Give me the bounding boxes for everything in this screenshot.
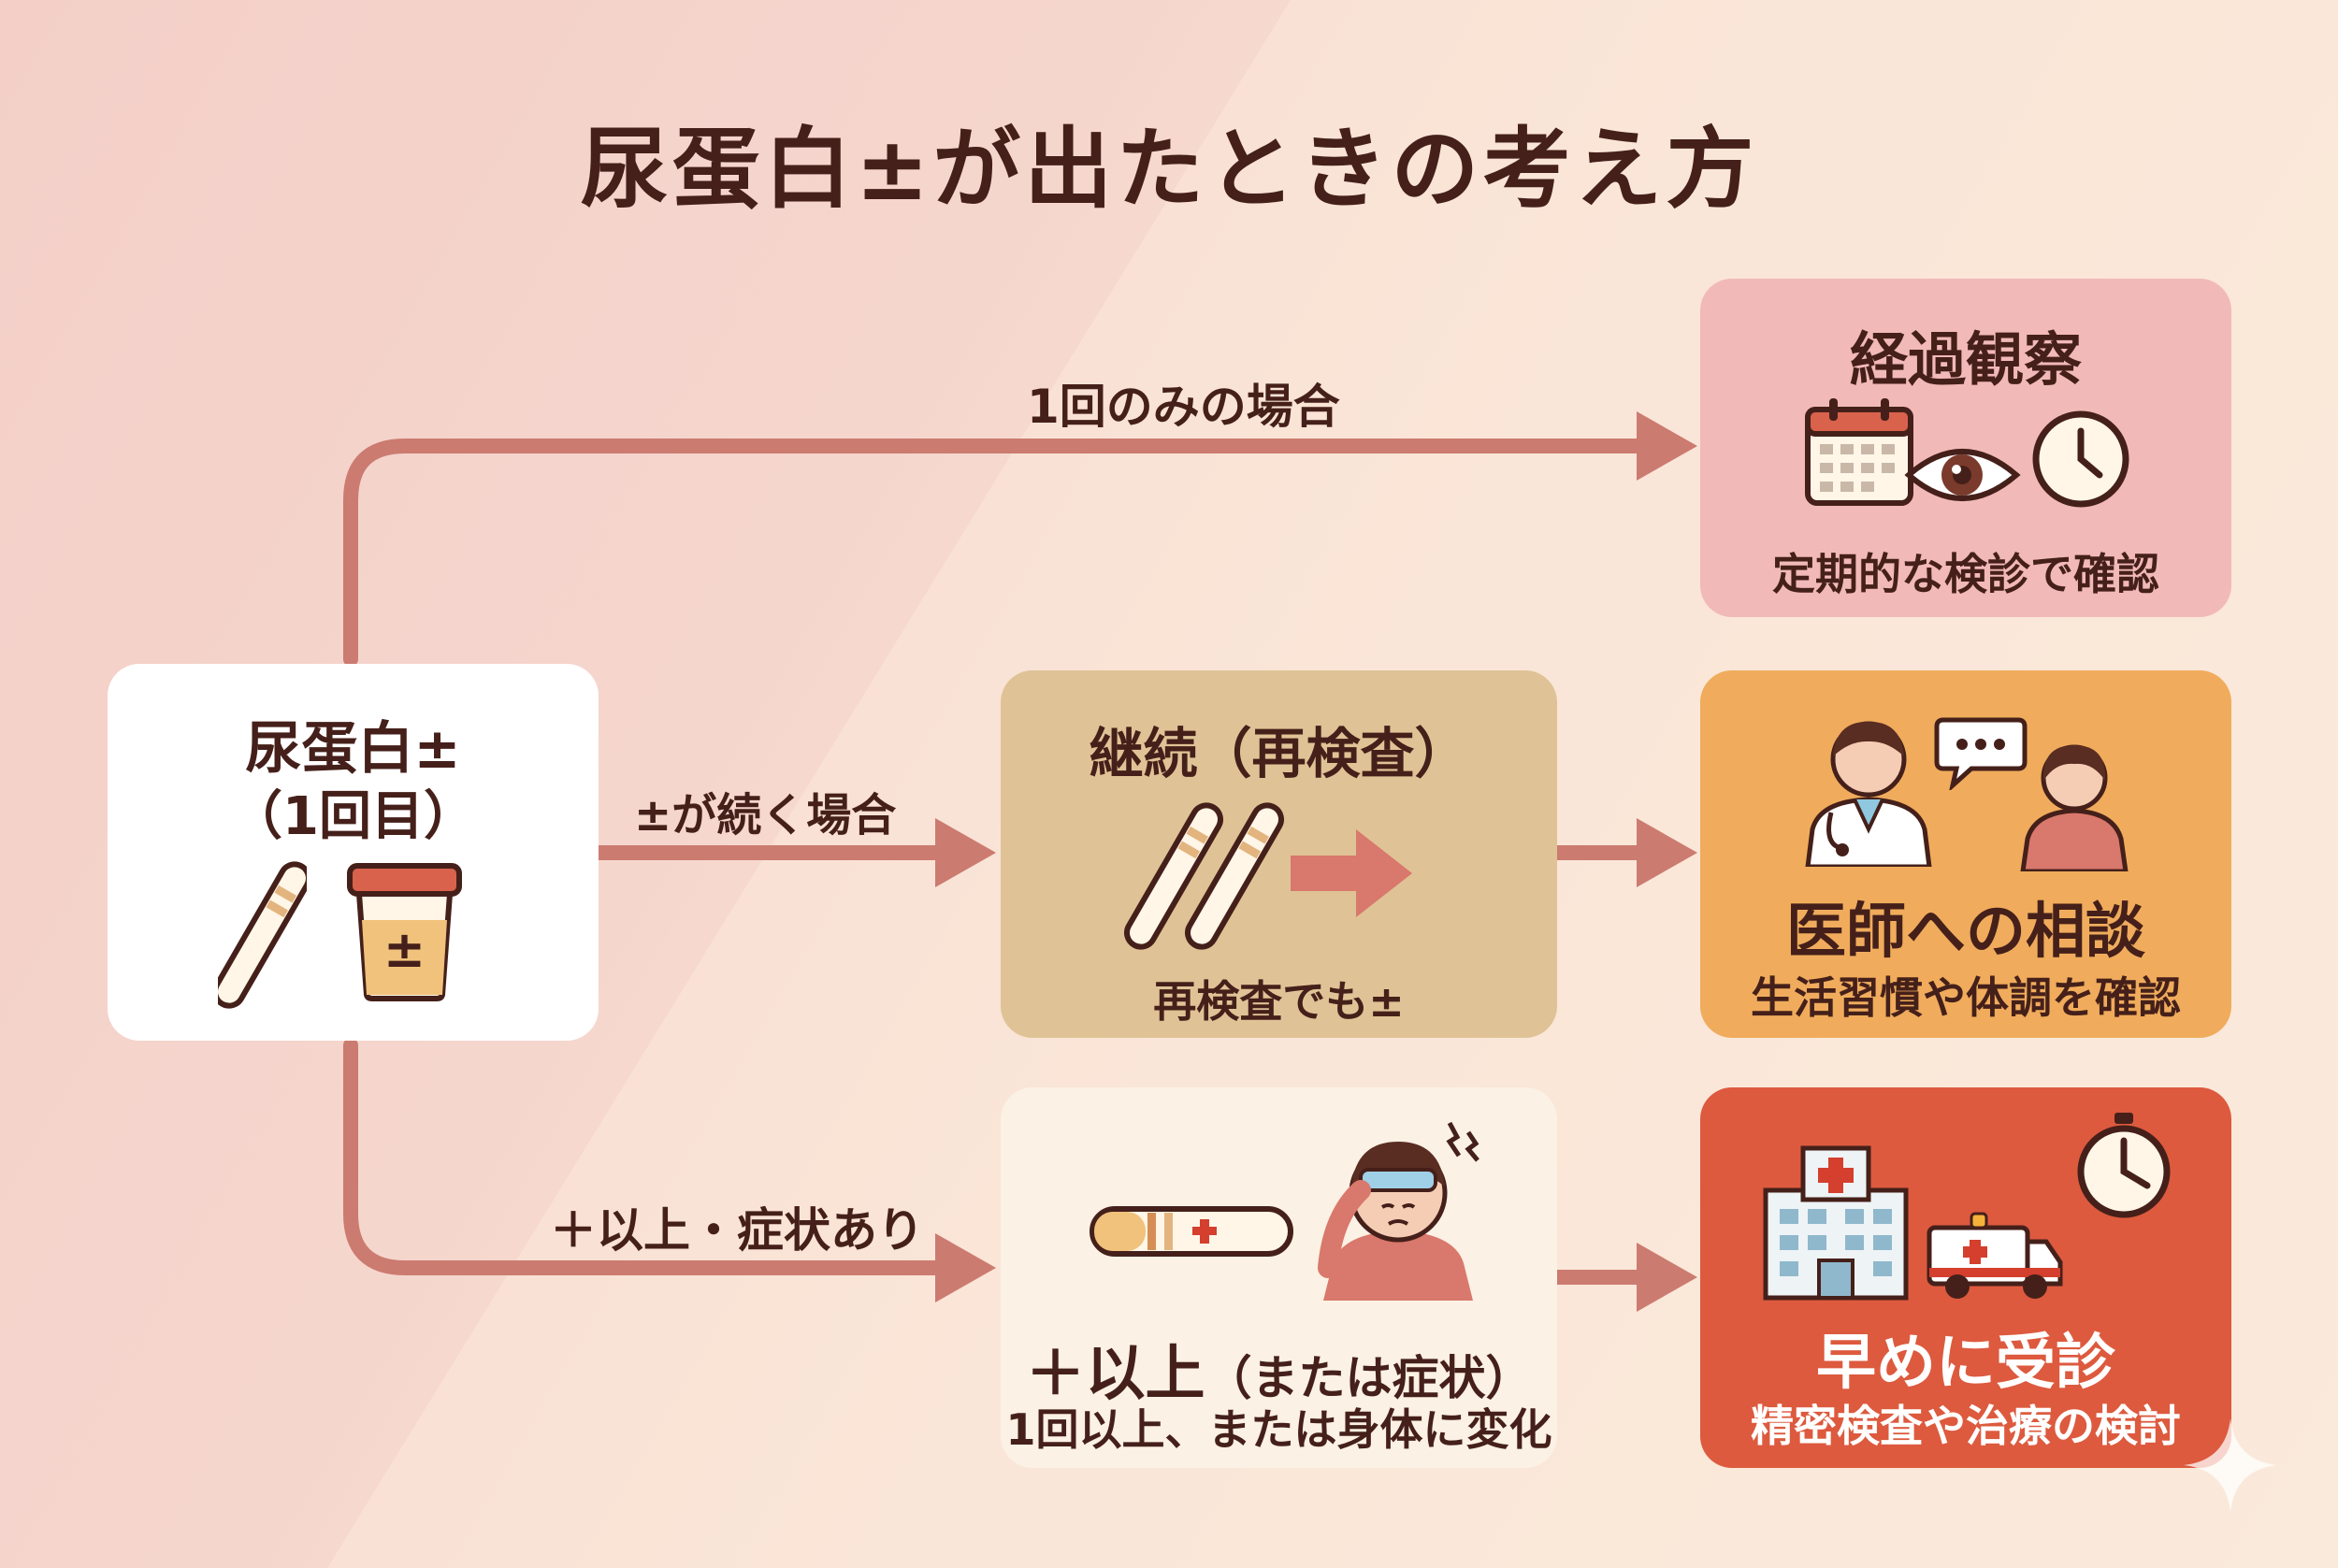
plus-box-title-row: ＋以上（または症状） [1001, 1326, 1557, 1412]
calendar-icon [1805, 398, 1913, 506]
result-visit-title: 早めに受診 [1816, 1329, 2115, 1398]
doctor-icon [1805, 721, 1932, 867]
result-observe-caption: 定期的な検診で確認 [1772, 549, 2159, 599]
positive-test-strip-icon [1090, 1206, 1293, 1257]
result-consult-box: 医師への相談 生活習慣や体調を確認 [1700, 670, 2231, 1038]
result-visit-caption: 精密検査や治療の検討 [1751, 1401, 2181, 1451]
sparkle-icon [2184, 1418, 2277, 1512]
plus-box-title: ＋以上 [1025, 1340, 1205, 1409]
stopwatch-icon [2077, 1113, 2171, 1218]
plus-box-title-paren: （または症状） [1205, 1351, 1533, 1405]
clock-icon [2032, 410, 2129, 508]
arrow-bottom-head [935, 1233, 996, 1302]
result-observe-box: 経過観察 定期的な検診で確認 [1700, 279, 2231, 617]
start-box: 尿蛋白± （1回目） ± [108, 664, 599, 1041]
result-consult-caption: 生活習慣や体調を確認 [1751, 972, 2181, 1023]
hospital-icon [1763, 1145, 1909, 1301]
arrow-top-path [343, 439, 1658, 667]
arrow-mid2-head [1637, 818, 1697, 887]
arrow-bottom2-head [1637, 1243, 1697, 1312]
page-title: 尿蛋白±が出たときの考え方 [580, 119, 1758, 221]
plus-or-symptoms-box: ＋以上（または症状） 1回以上、または身体に変化 [1001, 1087, 1557, 1468]
continue-retest-box: 継続（再検査） 再検査でも± [1001, 670, 1557, 1038]
urine-cup-icon: ± [346, 862, 463, 1002]
test-strip-icon [218, 861, 307, 1009]
plus-box-caption: 1回以上、または身体に変化 [1005, 1404, 1552, 1455]
branch-label-plus-or-symptoms: ＋以上・症状あり [550, 1203, 924, 1258]
arrow-mid-head [935, 818, 996, 887]
right-arrow-icon [1291, 829, 1412, 917]
branch-label-continues: ±が続く場合 [634, 789, 897, 842]
eye-icon [1904, 449, 2021, 501]
sick-person-icon [1318, 1121, 1479, 1301]
result-observe-title: 経過観察 [1849, 325, 2082, 394]
result-consult-title: 医師への相談 [1786, 898, 2145, 967]
arrow-bottom-path [343, 1038, 952, 1275]
branch-label-once: 1回のみの場合 [1027, 380, 1340, 434]
start-subtitle: （1回目） [230, 786, 476, 847]
start-title: 尿蛋白± [245, 716, 461, 782]
continue-caption: 再検査でも± [1153, 976, 1405, 1027]
result-visit-box: 早めに受診 精密検査や治療の検討 [1700, 1087, 2231, 1468]
test-strips-icon [1124, 802, 1284, 950]
cup-pm-mark: ± [382, 920, 426, 979]
ambulance-icon [1927, 1212, 2063, 1299]
patient-icon [2020, 744, 2129, 871]
arrow-top-head [1637, 411, 1697, 481]
continue-title: 継続（再検査） [1089, 722, 1469, 785]
speech-bubble-icon [1934, 717, 2028, 790]
